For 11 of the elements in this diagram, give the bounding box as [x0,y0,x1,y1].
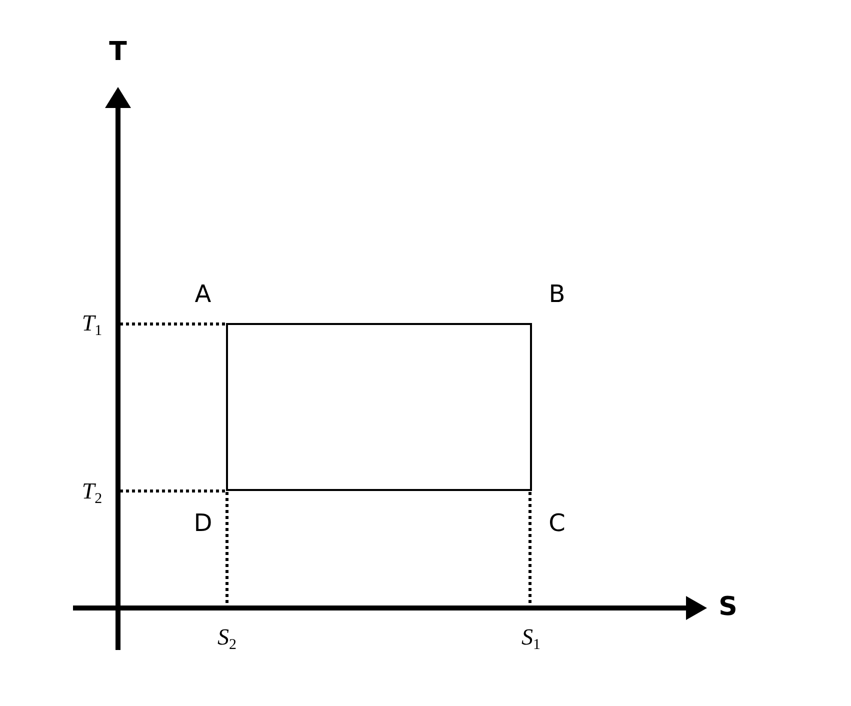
point-label: B [548,282,566,306]
point-label: A [194,282,212,306]
tick-label: S$_{2}$ [218,625,236,653]
axis-label: S [718,594,738,620]
point-label: D [194,511,212,535]
tick-label: T$_{2}$ [82,479,102,507]
axis-label: T [109,39,127,65]
point-label: C [548,511,566,535]
tick-label: T$_{1}$ [82,311,102,339]
tick-label: S$_{1}$ [522,625,540,653]
cycle-rectangle [226,323,532,491]
